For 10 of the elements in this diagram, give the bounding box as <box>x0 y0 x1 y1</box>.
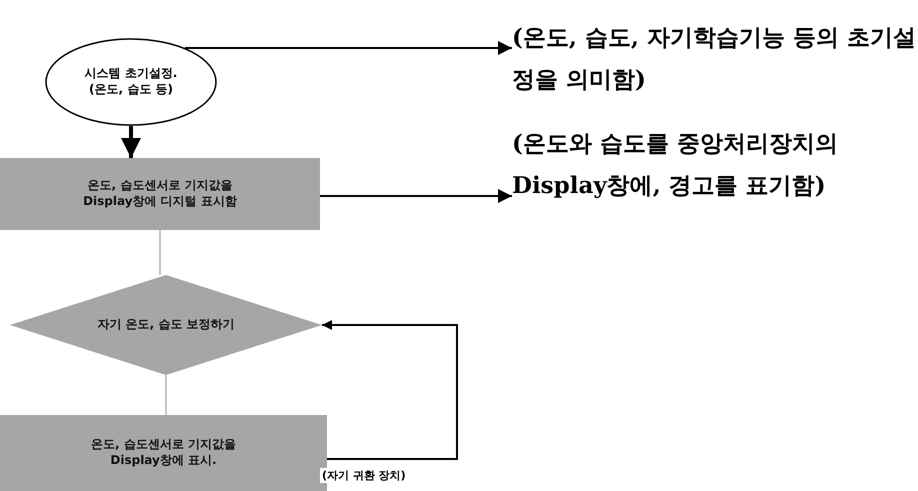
edge-label: (자기 귀환 장치) <box>320 468 408 483</box>
arrow <box>322 320 458 460</box>
decision-diamond: 자기 온도, 습도 보정하기 <box>10 275 322 375</box>
process-box: 온도, 습도센서로 기지값을 Display창에 디지털 표시함 <box>0 158 320 230</box>
arrow <box>320 189 512 203</box>
start-ellipse: 시스템 초기설정. (온도, 습도 등) <box>45 38 217 126</box>
arrow <box>121 126 141 158</box>
note-text: (온도, 습도, 자기학습기능 등의 초기설정을 의미함) <box>512 14 918 104</box>
note-text: (온도와 습도를 중앙처리장치의 Display창에, 경고를 표기함) <box>512 120 918 210</box>
arrow <box>184 41 512 55</box>
